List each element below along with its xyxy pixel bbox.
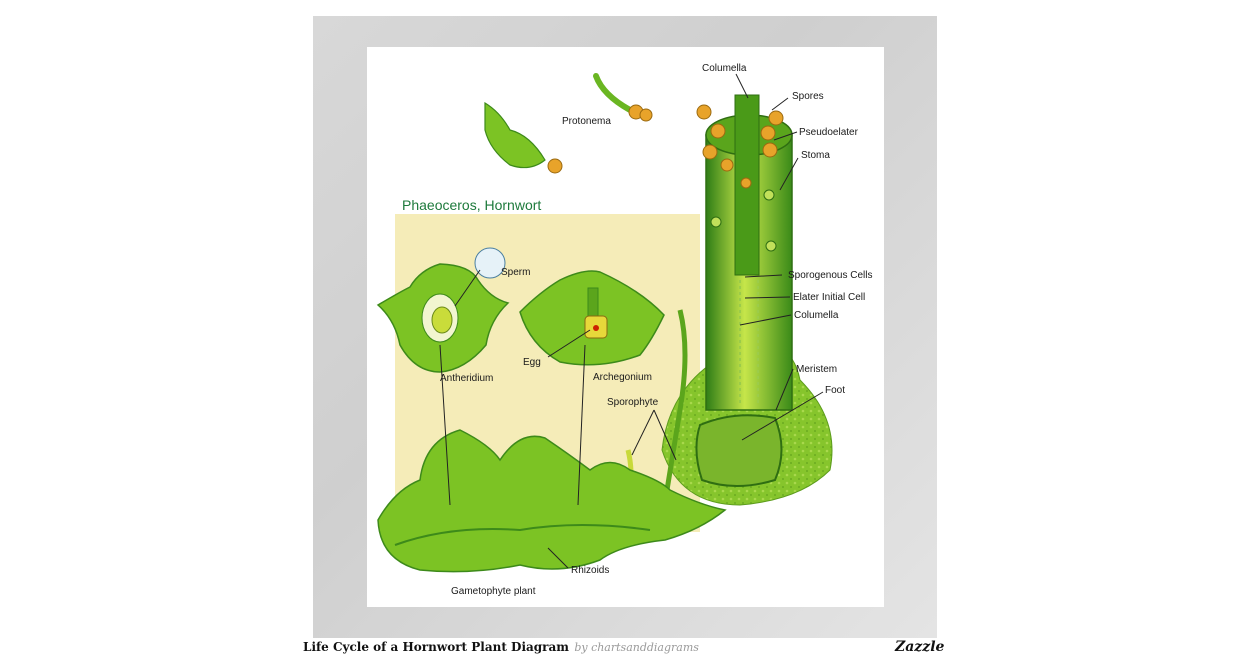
label-stoma: Stoma: [801, 150, 830, 161]
sporophyte-sprouts: [664, 309, 688, 491]
label-columella-mid: Columella: [794, 310, 839, 321]
label-protonema: Protonema: [562, 116, 611, 127]
product-byline[interactable]: by chartsanddiagrams: [574, 641, 699, 654]
foot-icon: [695, 414, 783, 487]
label-sporogenous-cells: Sporogenous Cells: [788, 270, 873, 281]
label-spores: Spores: [792, 91, 824, 102]
leader-lines: [439, 73, 824, 569]
label-rhizoids: Rhizoids: [571, 565, 609, 576]
product-caption: Life Cycle of a Hornwort Plant Diagram b…: [303, 640, 699, 654]
protonema-icon: [484, 73, 653, 174]
label-sporophyte: Sporophyte: [607, 397, 659, 408]
hornwort-diagram: Phaeoceros, Hornwort Columella Spores Ps…: [376, 63, 873, 597]
label-foot: Foot: [825, 385, 845, 396]
sporophyte-column: [705, 94, 793, 411]
label-columella-top: Columella: [702, 63, 747, 74]
label-elater-initial-cell: Elater Initial Cell: [793, 292, 865, 303]
label-pseudoelater: Pseudoelater: [799, 127, 859, 138]
archegonium-icon: [519, 270, 665, 366]
diagram-title: Phaeoceros, Hornwort: [402, 197, 541, 213]
spores-icon: [696, 104, 784, 189]
label-meristem: Meristem: [796, 364, 837, 375]
label-gametophyte-plant: Gametophyte plant: [451, 586, 536, 597]
antheridium-icon: [376, 247, 510, 373]
label-egg: Egg: [523, 357, 541, 368]
gametophyte-fold: [394, 524, 651, 546]
product-title[interactable]: Life Cycle of a Hornwort Plant Diagram: [303, 640, 569, 654]
brand-logo[interactable]: Zazzle: [895, 639, 945, 655]
label-archegonium: Archegonium: [593, 372, 652, 383]
label-sperm: Sperm: [501, 267, 530, 278]
gametophyte-icon: [377, 429, 727, 573]
label-antheridium: Antheridium: [440, 373, 493, 384]
